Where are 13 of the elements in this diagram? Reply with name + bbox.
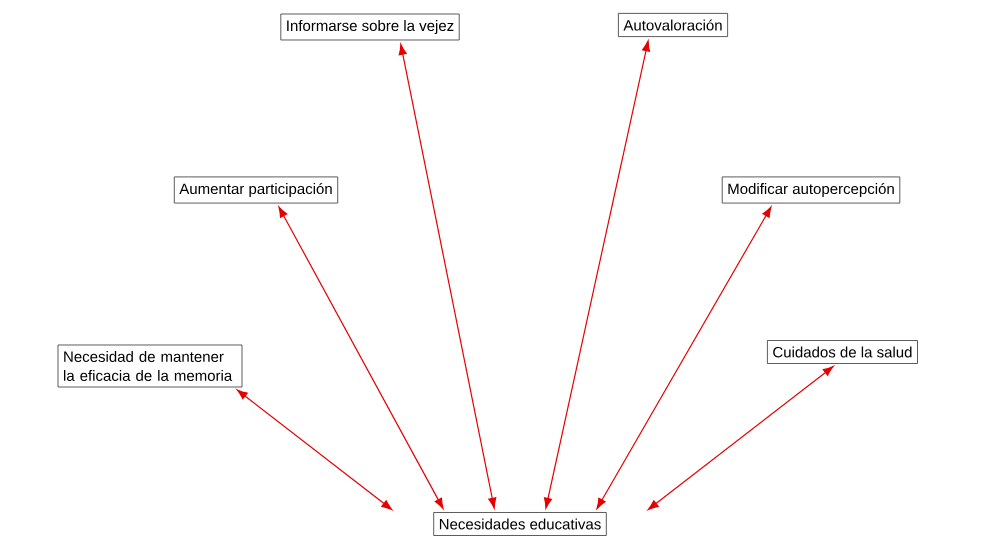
- text-box: Necesidad de mantener la eficacia de la memoria: [57, 344, 243, 388]
- text-box: Cuidados de la salud: [767, 340, 918, 364]
- text-box: Informarse sobre la vejez: [280, 13, 460, 41]
- arrow: [596, 206, 772, 510]
- text-box: Aumentar participación: [173, 176, 339, 204]
- text-box: Necesidades educativas: [433, 512, 607, 536]
- arrow: [647, 365, 834, 511]
- text-box: Modificar autopercepción: [721, 176, 901, 204]
- arrow: [236, 389, 393, 511]
- arrow: [278, 206, 444, 510]
- text-box: Autovaloración: [618, 13, 728, 37]
- arrow: [398, 43, 497, 509]
- arrow: [543, 40, 651, 509]
